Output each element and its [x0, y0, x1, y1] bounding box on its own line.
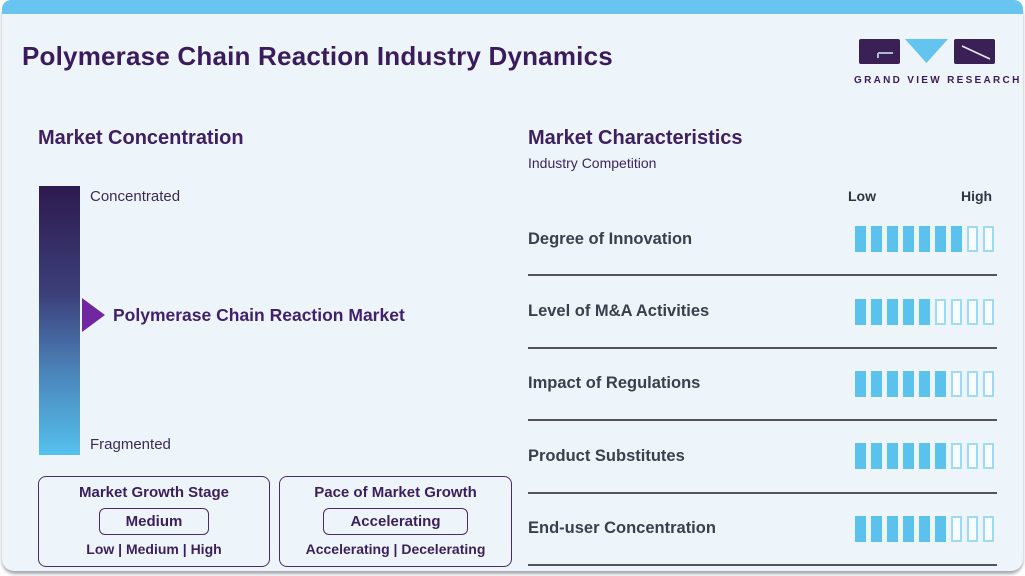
rating-bars [855, 226, 994, 253]
rating-segment-empty [967, 515, 978, 542]
rating-segment-empty [951, 298, 962, 325]
concentration-gradient-bar [39, 186, 80, 455]
rating-segment-filled [935, 515, 946, 542]
industry-competition-subheading: Industry Competition [528, 155, 657, 171]
rating-segment-empty [951, 515, 962, 542]
rating-segment-filled [855, 226, 866, 253]
scale-high-label: High [961, 188, 993, 204]
rating-segment-filled [855, 443, 866, 470]
brand-name: GRAND VIEW RESEARCH [854, 75, 1022, 86]
rating-segment-empty [951, 443, 962, 470]
rating-segment-filled [887, 226, 898, 253]
rating-segment-filled [887, 298, 898, 325]
rating-segment-filled [919, 515, 930, 542]
characteristic-row: Degree of Innovation [528, 204, 997, 277]
rating-bars [855, 298, 994, 325]
rating-bars [855, 370, 994, 397]
characteristic-row: End-user Concentration [528, 494, 997, 566]
characteristic-label: Impact of Regulations [528, 374, 701, 393]
rating-segment-empty [983, 370, 994, 397]
growth-box-selected-value: Medium [98, 507, 210, 535]
characteristic-label: Product Substitutes [528, 446, 685, 465]
market-concentration-heading: Market Concentration [38, 127, 244, 149]
rating-segment-empty [967, 443, 978, 470]
growth-box-options: Low | Medium | High [86, 541, 222, 557]
rating-segment-filled [871, 298, 882, 325]
rating-segment-filled [887, 370, 898, 397]
rating-bars [855, 443, 994, 470]
rating-segment-filled [919, 226, 930, 253]
rating-segment-filled [903, 370, 914, 397]
rating-segment-filled [935, 370, 946, 397]
rating-segment-filled [855, 370, 866, 397]
rating-bars [855, 515, 994, 542]
concentrated-label: Concentrated [90, 188, 181, 205]
rating-segment-filled [919, 370, 930, 397]
page-title: Polymerase Chain Reaction Industry Dynam… [22, 41, 613, 71]
rating-segment-filled [871, 226, 882, 253]
rating-segment-filled [871, 443, 882, 470]
rating-segment-filled [919, 298, 930, 325]
rating-segment-filled [903, 515, 914, 542]
rating-segment-empty [935, 298, 946, 325]
rating-segment-empty [983, 515, 994, 542]
rating-segment-filled [855, 515, 866, 542]
rating-segment-empty [967, 298, 978, 325]
market-growth-stage-box: Market Growth Stage Medium Low | Medium … [38, 476, 270, 567]
scale-low-label: Low [848, 188, 876, 204]
growth-box-selected-value: Accelerating [323, 507, 468, 535]
rating-segment-filled [855, 298, 866, 325]
rating-segment-empty [967, 226, 978, 253]
rating-segment-filled [903, 443, 914, 470]
growth-box-title: Market Growth Stage [78, 484, 230, 501]
characteristic-row: Level of M&A Activities [528, 276, 997, 349]
rating-segment-filled [887, 515, 898, 542]
top-accent-bar [2, 0, 1023, 14]
rating-segment-filled [871, 515, 882, 542]
growth-box-title: Pace of Market Growth [314, 484, 477, 501]
gvr-logo-icon [859, 39, 995, 64]
card-body: Polymerase Chain Reaction Industry Dynam… [2, 14, 1023, 571]
market-pointer-label: Polymerase Chain Reaction Market [113, 305, 405, 325]
rating-segment-filled [903, 226, 914, 253]
rating-segment-filled [919, 443, 930, 470]
rating-segment-filled [951, 226, 962, 253]
rating-segment-empty [967, 370, 978, 397]
rating-segment-filled [935, 443, 946, 470]
characteristic-label: End-user Concentration [528, 519, 716, 538]
fragmented-label: Fragmented [90, 436, 171, 453]
rating-segment-filled [887, 443, 898, 470]
characteristic-row: Product Substitutes [528, 421, 997, 494]
market-characteristics-heading: Market Characteristics [528, 127, 743, 149]
rating-segment-empty [983, 298, 994, 325]
characteristic-label: Degree of Innovation [528, 229, 693, 248]
market-pointer-icon [82, 298, 105, 332]
brand-logo: GRAND VIEW RESEARCH [854, 37, 1022, 86]
growth-box-options: Accelerating | Decelerating [305, 541, 486, 557]
characteristic-label: Level of M&A Activities [528, 302, 710, 321]
rating-segment-empty [951, 370, 962, 397]
rating-segment-filled [871, 370, 882, 397]
rating-segment-filled [935, 226, 946, 253]
characteristic-row: Impact of Regulations [528, 349, 997, 422]
rating-segment-filled [903, 298, 914, 325]
rating-segment-empty [983, 443, 994, 470]
rating-segment-empty [983, 226, 994, 253]
pace-of-growth-box: Pace of Market Growth Accelerating Accel… [279, 476, 512, 567]
